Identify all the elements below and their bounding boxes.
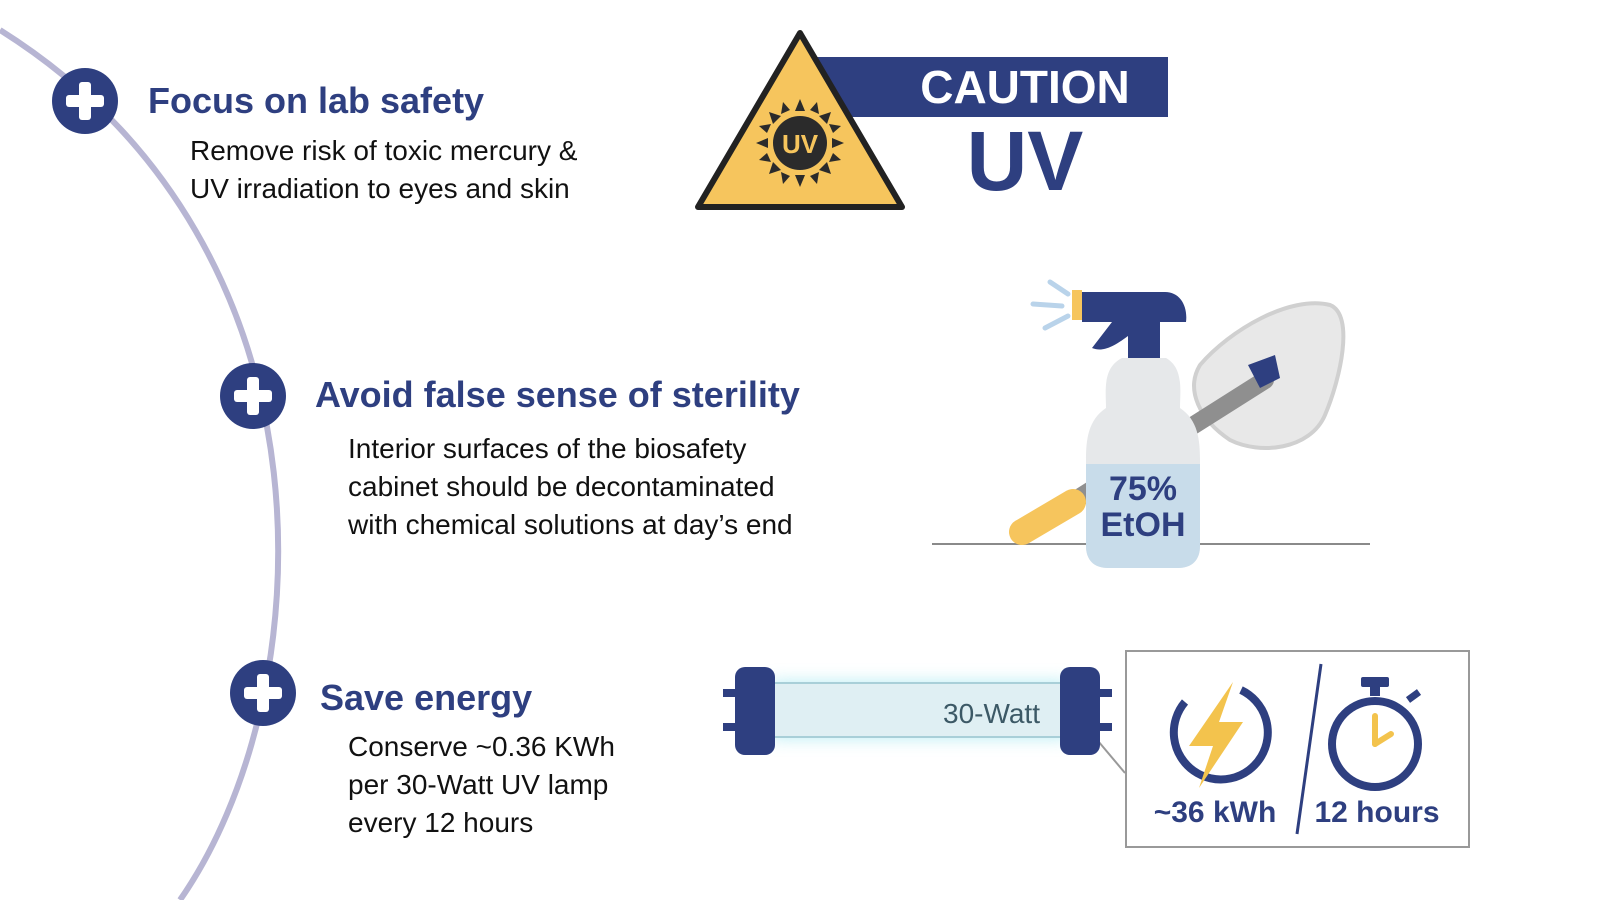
uv-warning-triangle-icon: UV <box>695 30 905 210</box>
stopwatch-icon <box>1328 677 1422 791</box>
caution-banner <box>812 57 1168 117</box>
section-text-sterility: Interior surfaces of the biosafety cabin… <box>348 430 793 544</box>
energy-label: ~36 kWh <box>1154 796 1277 829</box>
section-text-lab-safety: Remove risk of toxic mercury & UV irradi… <box>190 132 577 208</box>
text-line: cabinet should be decontaminated <box>348 471 775 502</box>
section-text-energy: Conserve ~0.36 KWh per 30-Watt UV lamp e… <box>348 728 615 842</box>
plus-icon <box>230 660 296 726</box>
spray-label-percent: 75% <box>1109 470 1177 508</box>
text-line: UV irradiation to eyes and skin <box>190 173 570 204</box>
caution-uv-sign: CAUTION UV UV <box>695 30 1168 210</box>
text-line: with chemical solutions at day’s end <box>348 509 793 540</box>
plus-icon <box>52 68 118 134</box>
spray-label-etoh: EtOH <box>1101 506 1186 544</box>
text-line: Remove risk of toxic mercury & <box>190 135 578 166</box>
section-heading-energy: Save energy <box>320 677 533 718</box>
uv-lamp-icon: 30-Watt <box>723 667 1126 774</box>
lightning-icon <box>1169 682 1272 788</box>
energy-time-box: ~36 kWh 12 hours <box>1125 650 1470 848</box>
section-heading-sterility: Avoid false sense of sterility <box>315 374 800 415</box>
text-line: Conserve ~0.36 KWh <box>348 731 615 762</box>
section-heading-lab-safety: Focus on lab safety <box>148 80 485 121</box>
plus-icon <box>220 363 286 429</box>
caution-banner-text: CAUTION <box>920 61 1130 113</box>
uv-symbol-text: UV <box>782 129 819 159</box>
text-line: every 12 hours <box>348 807 534 838</box>
caution-uv-text: UV <box>967 114 1084 208</box>
text-line: Interior surfaces of the biosafety <box>348 433 747 464</box>
spray-bottle-icon: 75% EtOH <box>932 279 1370 568</box>
lamp-watt-label: 30-Watt <box>943 698 1040 729</box>
text-line: per 30-Watt UV lamp <box>348 769 609 800</box>
time-label: 12 hours <box>1314 796 1439 829</box>
